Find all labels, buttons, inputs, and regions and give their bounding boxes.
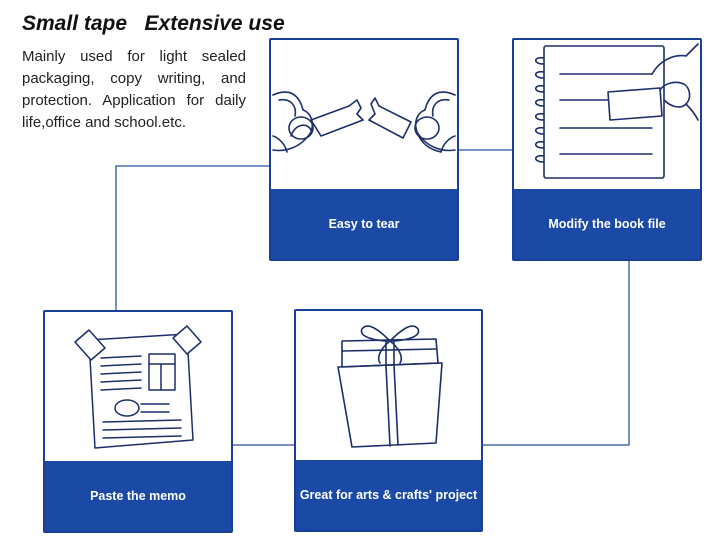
notebook-tape-icon: [514, 40, 700, 190]
card-label: Easy to tear: [271, 189, 457, 259]
gift-box-icon: [296, 311, 481, 461]
card-arts-crafts: Great for arts & crafts' project: [294, 309, 483, 532]
memo-document-icon: [45, 312, 231, 462]
page-title: Small tape Extensive use: [22, 12, 285, 35]
tearing-tape-hands-icon: [271, 40, 457, 190]
card-paste-memo: Paste the memo: [43, 310, 233, 533]
card-modify-book-file: Modify the book file: [512, 38, 702, 261]
card-label: Great for arts & crafts' project: [296, 460, 481, 530]
card-label: Paste the memo: [45, 461, 231, 531]
description-text: Mainly used for light sealed packaging, …: [22, 48, 246, 131]
card-label: Modify the book file: [514, 189, 700, 259]
card-easy-to-tear: Easy to tear: [269, 38, 459, 261]
